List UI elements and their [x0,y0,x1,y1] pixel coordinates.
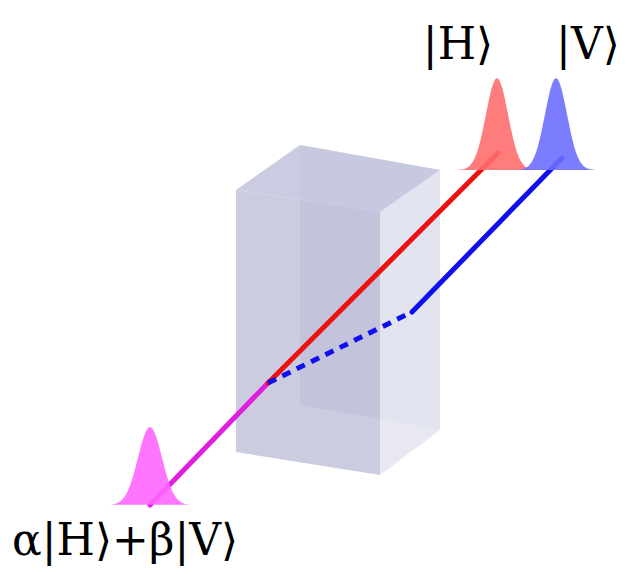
v-beam-inside [268,312,412,383]
superposition-state: α|H⟩+β|V⟩ [12,518,238,562]
ket-h: |H⟩ [423,22,493,66]
ket-v: |V⟩ [556,22,620,66]
v-pulse [516,78,596,170]
h-beam [268,153,498,383]
h-pulse [457,78,537,170]
v-beam [412,158,562,312]
input-pulse [110,427,190,505]
crystal-left-face [236,190,380,475]
